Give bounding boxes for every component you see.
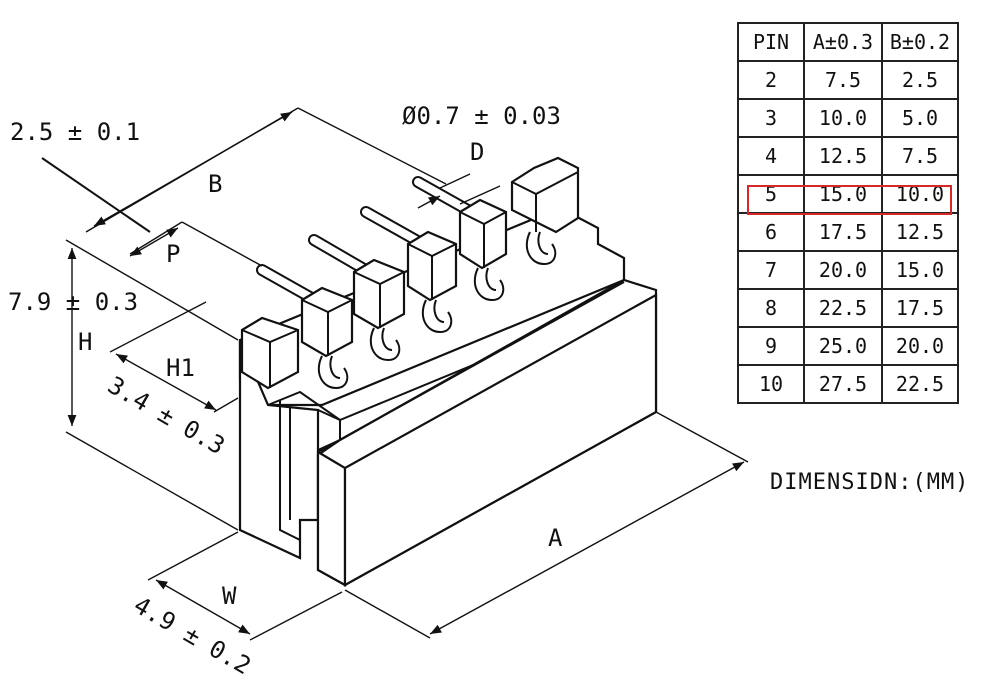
table-cell: 9 [737, 326, 805, 366]
a-label: A [548, 524, 563, 552]
table-cell: 12.5 [881, 212, 959, 252]
table-cell: 27.5 [803, 364, 883, 404]
b-label: B [208, 170, 222, 198]
p-label: P [166, 240, 180, 268]
h1-label: H1 [166, 354, 195, 382]
table-cell: 12.5 [803, 136, 883, 176]
width-tolerance-label: 4.9 ± 0.2 [129, 591, 256, 680]
table-cell: 15.0 [803, 174, 883, 214]
connector-body [238, 206, 658, 587]
table-header-row: PIN A±0.3 B±0.2 [737, 22, 959, 62]
table-cell: 17.5 [803, 212, 883, 252]
table-cell: 20.0 [881, 326, 959, 366]
pin-3 [308, 234, 406, 362]
table-cell: 4 [737, 136, 805, 176]
table-cell: 5.0 [881, 98, 959, 138]
h-label: H [78, 328, 92, 356]
header-b: B±0.2 [881, 22, 959, 62]
h1-tolerance-label: 3.4 ± 0.3 [103, 371, 230, 460]
table-cell: 2.5 [881, 60, 959, 100]
d-label: D [470, 138, 484, 166]
pin-5 [412, 176, 508, 302]
pin-4 [360, 206, 458, 334]
pin-6 [510, 156, 580, 266]
table-cell: 25.0 [803, 326, 883, 366]
pin-row [202, 156, 580, 390]
table-cell: 10.0 [803, 98, 883, 138]
table-cell: 15.0 [881, 250, 959, 290]
table-cell: 3 [737, 98, 805, 138]
dimension-units-note: DIMENSIDN:(MM) [770, 470, 970, 495]
table-cell: 6 [737, 212, 805, 252]
pin-diameter-label: Ø0.7 ± 0.03 [402, 102, 561, 130]
height-tolerance-label: 7.9 ± 0.3 [8, 288, 138, 316]
table-cell: 8 [737, 288, 805, 328]
table-cell: 17.5 [881, 288, 959, 328]
pin-2 [256, 264, 354, 390]
table-cell: 7.5 [881, 136, 959, 176]
table-cell: 10.0 [881, 174, 959, 214]
table-cell: 22.5 [881, 364, 959, 404]
table-cell: 5 [737, 174, 805, 214]
header-a: A±0.3 [803, 22, 883, 62]
pin-1 [202, 296, 300, 390]
dimension-lines [41, 107, 749, 641]
header-pin: PIN [737, 22, 805, 62]
table-cell: 20.0 [803, 250, 883, 290]
table-cell: 22.5 [803, 288, 883, 328]
table-cell: 7 [737, 250, 805, 290]
table-cell: 7.5 [803, 60, 883, 100]
w-label: W [222, 582, 237, 610]
table-cell: 2 [737, 60, 805, 100]
pitch-tolerance-label: 2.5 ± 0.1 [10, 118, 140, 146]
table-cell: 10 [737, 364, 805, 404]
